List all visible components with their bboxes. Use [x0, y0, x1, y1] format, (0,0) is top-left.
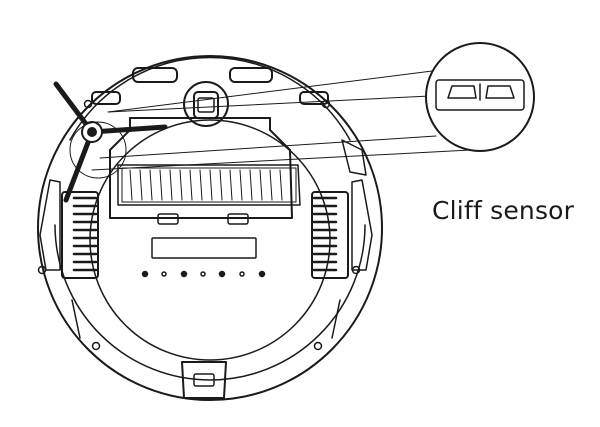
- bumper-tab: [299, 91, 329, 105]
- cliff-sensor-window-right: [485, 85, 515, 99]
- bumper-tab: [229, 67, 273, 83]
- left-drive-wheel: [61, 191, 99, 279]
- right-drive-wheel: [311, 191, 349, 279]
- robot-body: [37, 55, 383, 401]
- main-brush-housing: [109, 117, 301, 225]
- bumper-tab: [132, 67, 178, 83]
- label-plate: [151, 237, 257, 259]
- left-side-panel: [39, 179, 61, 271]
- rear-bin-latch: [181, 361, 227, 399]
- right-front-panel: [341, 139, 367, 176]
- inner-rim-bottom: [54, 224, 366, 381]
- screws: [37, 99, 361, 351]
- brush-bristles: [129, 169, 283, 201]
- bumper-tab: [91, 91, 121, 105]
- callout-leader-lines: [91, 69, 471, 171]
- inner-ring: [89, 119, 331, 361]
- outer-shell: [37, 55, 383, 401]
- cliff-sensor-label: Cliff sensor: [432, 196, 575, 225]
- cliff-sensor-window-left: [447, 85, 477, 99]
- charging-contacts: [141, 270, 266, 278]
- cliff-sensor-callout: [425, 42, 535, 152]
- side-brush: [53, 81, 168, 203]
- inner-rim-top: [69, 56, 351, 141]
- cliff-sensor-highlight-circle: [69, 121, 127, 179]
